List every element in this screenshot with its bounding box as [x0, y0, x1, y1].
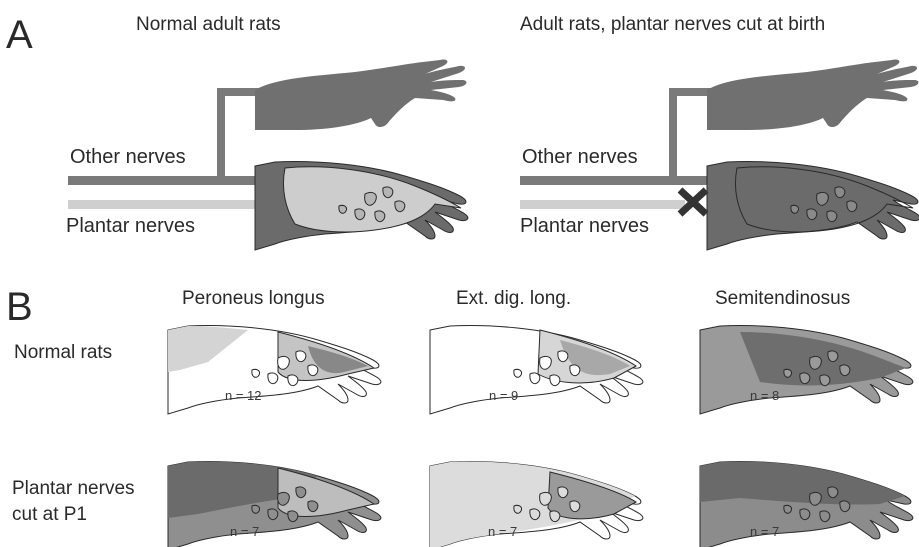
- plantar-paw-cut: [707, 162, 919, 250]
- row-label-cut-line2: cut at P1: [12, 504, 87, 525]
- column-title-semitendinosus: Semitendinosus: [715, 288, 850, 309]
- count-cut-edl: n = 7: [488, 524, 517, 539]
- dorsal-paw: [255, 59, 466, 130]
- column-title-peroneus: Peroneus longus: [182, 288, 325, 309]
- dorsal-paw-cut: [707, 59, 918, 130]
- count-cut-peroneus: n = 7: [230, 524, 259, 539]
- plantar-paw: [255, 162, 468, 250]
- count-normal-edl: n = 9: [489, 388, 518, 403]
- plantar-nerve-line-cut: [520, 200, 685, 209]
- panel-a-letter: A: [6, 13, 33, 57]
- count-normal-semitendinosus: n = 8: [750, 388, 779, 403]
- plantar-nerves-label-cut: Plantar nerves: [520, 215, 649, 237]
- other-nerve-branch-vertical: [217, 88, 225, 180]
- plantar-nerves-label: Plantar nerves: [66, 215, 195, 237]
- other-nerve-line-cut: [520, 176, 720, 185]
- normal-nerve-diagram: Other nerves Plantar nerves: [66, 59, 468, 250]
- count-cut-semitendinosus: n = 7: [750, 524, 779, 539]
- count-normal-peroneus: n = 12: [225, 388, 262, 403]
- map-normal-edl: [430, 326, 643, 414]
- cut-nerve-diagram: Other nerves Plantar nerves: [520, 59, 919, 250]
- other-nerves-label: Other nerves: [70, 146, 186, 168]
- other-nerves-label-cut: Other nerves: [522, 146, 638, 168]
- map-cut-semitendinosus: [700, 462, 913, 547]
- row-label-cut-line1: Plantar nerves: [12, 478, 135, 499]
- map-cut-peroneus: [168, 462, 381, 547]
- panel-a-normal-title: Normal adult rats: [136, 14, 281, 35]
- map-cut-edl: [430, 462, 643, 547]
- other-nerve-line: [68, 176, 268, 185]
- map-normal-peroneus: [168, 326, 381, 414]
- other-nerve-branch-vertical-cut: [669, 88, 677, 180]
- row-label-normal: Normal rats: [14, 342, 112, 363]
- panel-b-letter: B: [6, 285, 33, 329]
- panel-a-cut-title: Adult rats, plantar nerves cut at birth: [520, 14, 825, 35]
- map-normal-semitendinosus: [700, 326, 913, 414]
- column-title-edl: Ext. dig. long.: [456, 288, 571, 309]
